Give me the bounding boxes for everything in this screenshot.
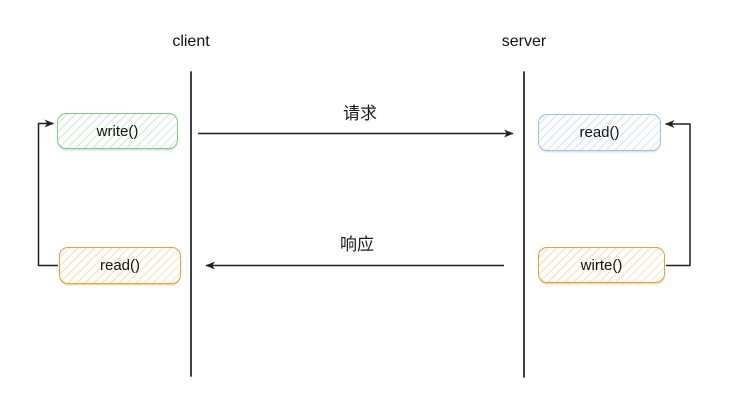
request-label: 请求	[343, 104, 377, 123]
box-client-read-label: read()	[99, 257, 140, 274]
client-loop-arrow	[37, 119, 58, 267]
server-label: server	[501, 33, 547, 50]
box-server-write: wirte()	[538, 247, 665, 283]
box-server-read: read()	[538, 114, 661, 151]
box-client-read: read()	[59, 247, 181, 284]
client-label: client	[172, 33, 210, 50]
box-client-write: write()	[57, 113, 178, 149]
server-loop-arrow	[665, 120, 691, 267]
response-label: 响应	[340, 235, 374, 254]
box-server-read-label: read()	[579, 124, 620, 141]
box-client-write-label: write()	[96, 122, 139, 140]
box-server-write-label: wirte()	[580, 256, 623, 274]
